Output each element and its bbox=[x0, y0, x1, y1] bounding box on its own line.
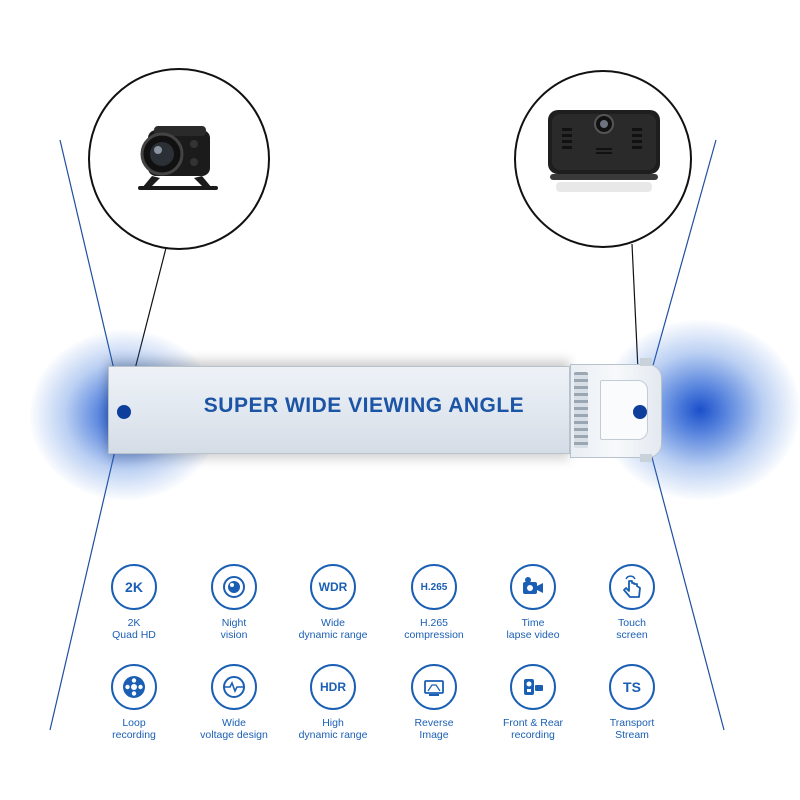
feature-label-line1: Night bbox=[221, 617, 247, 629]
monitor-magnifier bbox=[514, 70, 692, 248]
truck-mirror bbox=[640, 358, 652, 366]
front-rear-camera-icon bbox=[510, 664, 556, 710]
feature-label-line2: Stream bbox=[615, 729, 649, 741]
feature-label-line2: dynamic range bbox=[298, 629, 368, 641]
ts-icon: TS bbox=[609, 664, 655, 710]
night-vision-icon bbox=[211, 564, 257, 610]
touch-hand-icon bbox=[609, 564, 655, 610]
2k-icon-text: 2K bbox=[125, 579, 143, 595]
feature-label-line2: dynamic range bbox=[298, 729, 368, 741]
feature-label-line1: Touch bbox=[617, 617, 647, 629]
feature-label-line1: Loop bbox=[122, 717, 146, 729]
feature-label-line1: 2K bbox=[127, 617, 141, 629]
ts-icon-text: TS bbox=[623, 679, 641, 695]
video-camera-icon bbox=[510, 564, 556, 610]
hdr-icon: HDR bbox=[310, 664, 356, 710]
feature-label-line2: vision bbox=[220, 629, 248, 641]
rear-camera-image bbox=[138, 126, 218, 190]
truck-cab-grille bbox=[574, 372, 588, 448]
hdr-icon-text: HDR bbox=[320, 680, 346, 694]
feature-label-line1: Time bbox=[521, 617, 545, 629]
feature-label-line2: compression bbox=[404, 629, 464, 641]
feature-label-line1: Reverse bbox=[414, 717, 454, 729]
feature-label-line1: H.265 bbox=[419, 617, 449, 629]
feature-label-line2: voltage design bbox=[200, 729, 268, 741]
rear-camera-position-dot bbox=[117, 405, 131, 419]
wdr-icon-text: WDR bbox=[318, 580, 348, 594]
feature-label-line2: recording bbox=[511, 729, 555, 741]
h265-icon-text: H.265 bbox=[420, 581, 448, 593]
feature-label-line2: screen bbox=[616, 629, 648, 641]
voltage-icon bbox=[211, 664, 257, 710]
feature-label-line2: Quad HD bbox=[112, 629, 156, 641]
feature-label-line1: Transport bbox=[609, 717, 655, 729]
2k-icon: 2K bbox=[111, 564, 157, 610]
truck-mirror bbox=[640, 454, 652, 462]
feature-label-line1: Front & Rear bbox=[502, 717, 564, 729]
rear-camera-magnifier bbox=[88, 68, 270, 250]
feature-label-line1: Wide bbox=[222, 717, 246, 729]
wdr-icon: WDR bbox=[310, 564, 356, 610]
truck-trailer bbox=[108, 366, 570, 454]
reverse-image-icon bbox=[411, 664, 457, 710]
h265-icon: H.265 bbox=[411, 564, 457, 610]
headline: SUPER WIDE VIEWING ANGLE bbox=[203, 394, 525, 417]
loop-recording-icon bbox=[111, 664, 157, 710]
feature-label-line1: High bbox=[322, 717, 344, 729]
feature-label-line2: lapse video bbox=[506, 629, 560, 641]
monitor-image bbox=[548, 110, 660, 192]
feature-label-line1: Wide bbox=[321, 617, 345, 629]
front-camera-position-dot bbox=[633, 405, 647, 419]
feature-label-line2: recording bbox=[112, 729, 156, 741]
feature-label-line2: Image bbox=[419, 729, 449, 741]
